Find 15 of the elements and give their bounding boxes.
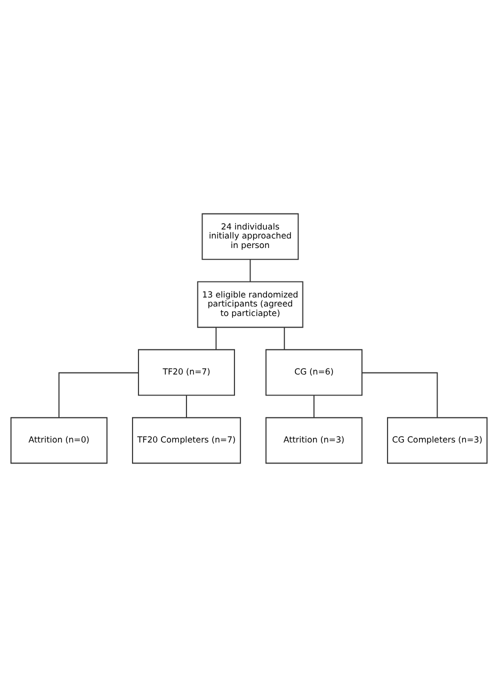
node-box: 13 eligible randomized participants (agreed to particiapte)	[197, 280, 304, 328]
node-box: 24 individuals initially approached in person	[202, 212, 299, 260]
node-box: CG Completers (n=3)	[387, 416, 488, 464]
node-box: CG (n=6)	[265, 348, 362, 396]
node-box: TF20 Completers (n=7)	[132, 416, 241, 464]
connector	[186, 394, 187, 418]
node-box: Attrition (n=3)	[265, 416, 362, 464]
node-box: Attrition (n=0)	[10, 416, 108, 464]
connector	[58, 372, 138, 418]
connector	[362, 372, 438, 418]
connector	[216, 326, 217, 350]
connector	[284, 326, 285, 350]
connector	[313, 394, 314, 418]
connector	[250, 258, 251, 282]
node-box: TF20 (n=7)	[138, 348, 235, 396]
